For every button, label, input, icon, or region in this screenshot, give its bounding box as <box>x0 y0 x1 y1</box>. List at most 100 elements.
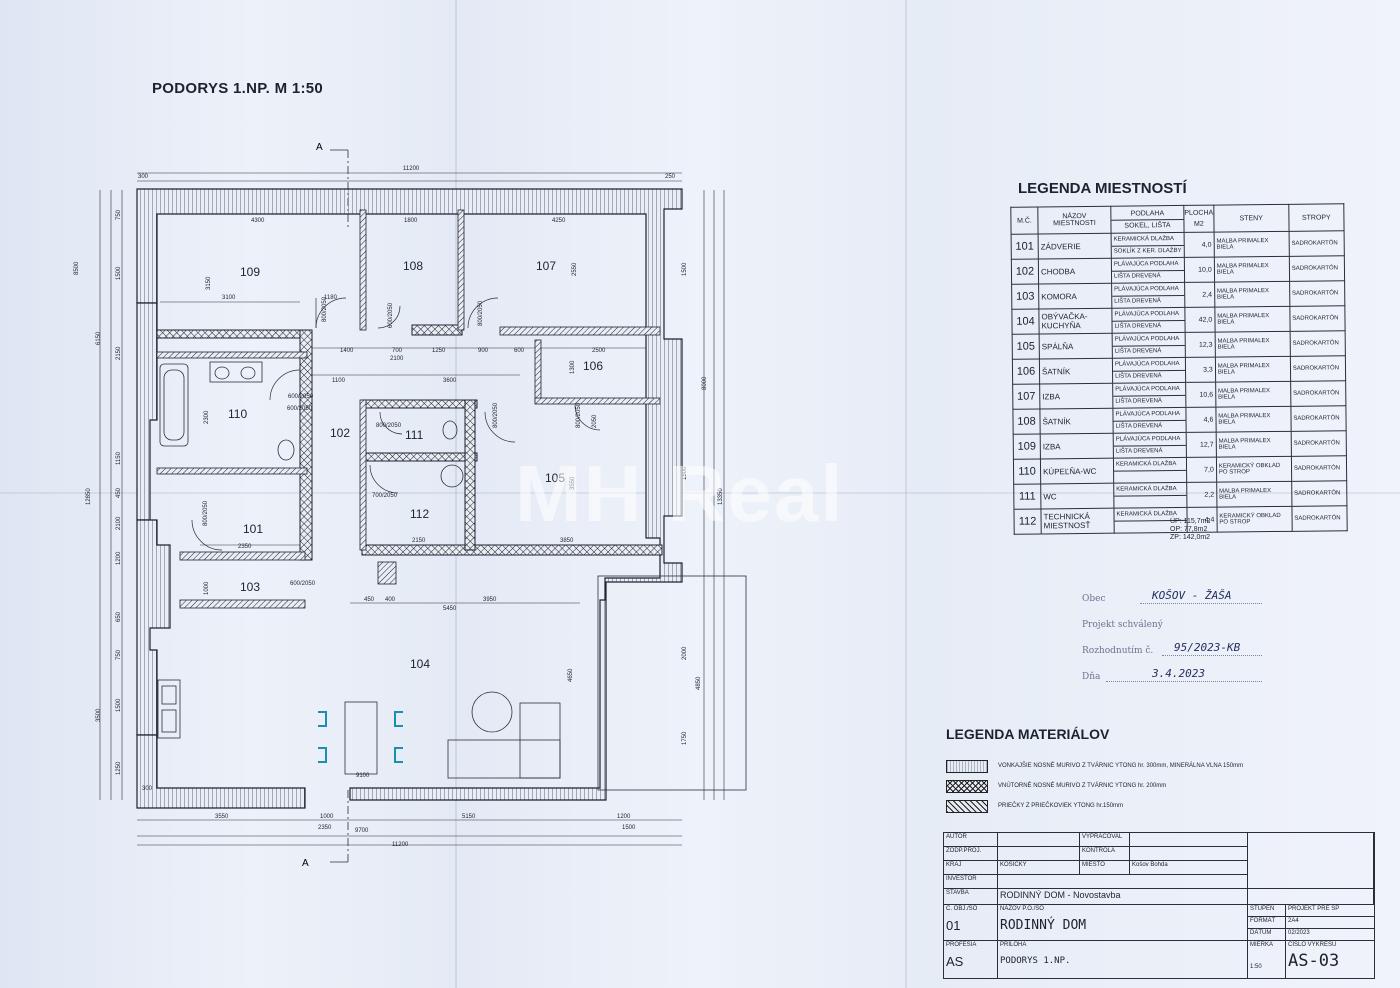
room-skirting: LIŠTA DREVENÁ <box>1113 444 1186 458</box>
room-number: 111 <box>405 428 424 442</box>
materials-legend: LEGENDA MATERIÁLOV VONKAJŠIE NOSNÉ MURIV… <box>946 726 1246 816</box>
room-name: IZBA <box>1039 383 1113 409</box>
tb-value: RODINNÝ DOM - Novostavba <box>998 889 1248 905</box>
dotted-line <box>1106 681 1262 682</box>
dotted-line <box>1140 603 1262 604</box>
tb-empty <box>1248 833 1374 889</box>
room-number: 102 <box>330 426 350 440</box>
title-block: AUTOR VYPRACOVAL ZODP.PROJ. KONTROLA KRA… <box>943 832 1375 979</box>
room-floor: PLÁVAJÚCA PODLAHA <box>1115 410 1181 418</box>
room-ceiling: SADROKARTÓN <box>1291 480 1347 507</box>
dim-text: 1150 <box>116 451 122 465</box>
col-header: NÁZOV MIESTNOSTI <box>1037 206 1112 234</box>
dim-text: 300 <box>142 786 153 792</box>
room-skirting: LIŠTA DREVENÁ <box>1113 369 1186 383</box>
dim-text: 13350 <box>718 488 724 505</box>
opening-mark: 800/2050 <box>203 500 209 526</box>
dim-text: 1180 <box>324 295 338 301</box>
fold-line <box>455 0 457 988</box>
tb-label: VYPRACOVAL <box>1080 833 1130 847</box>
room-floor: KERAMICKÁ DLAŽBA <box>1113 235 1175 243</box>
tb-value: PROJEKT PRE SP <box>1286 905 1374 917</box>
floor-plan: A A 109 108 107 110 102 111 106 105 101 … <box>74 142 747 869</box>
approval-label: Obec <box>1082 594 1106 604</box>
opening-mark: 600/2050 <box>290 581 316 587</box>
tb-label: ČÍSLO VÝKRESU <box>1288 942 1337 948</box>
approval-label: Projekt schválený <box>1082 620 1163 630</box>
exterior-walls <box>136 188 683 809</box>
opening-mark: 800/2050 <box>478 300 484 326</box>
room-walls: MALBA PRIMALEX BIELA <box>1215 381 1291 408</box>
room-skirting: LIŠTA DREVENÁ <box>1112 319 1185 333</box>
dim-text: 5450 <box>443 606 457 612</box>
col-header-bottom: SOKEL, LIŠTA <box>1111 218 1184 232</box>
dim-text: 1500 <box>682 262 688 276</box>
col-header: STENY <box>1213 204 1289 233</box>
room-area: 10,6 <box>1185 382 1216 408</box>
partition-swatch <box>946 799 988 813</box>
interior-walls <box>156 324 663 561</box>
tb-mierka-cell: MIERKA 1:50 <box>1248 941 1286 978</box>
dim-text: 4250 <box>552 218 566 224</box>
dim-text: 3100 <box>222 295 236 301</box>
dim-text: 450 <box>116 487 122 498</box>
tb-label: FORMÁT <box>1248 917 1286 929</box>
opening-mark: 800/2050 <box>493 402 499 428</box>
opening-mark: 600/2050 <box>388 302 394 328</box>
room-name: ZÁDVERIE <box>1038 233 1112 259</box>
dim-text: 1250 <box>432 348 446 354</box>
tb-value: AS <box>946 954 964 969</box>
tb-prilohy-cell: PRÍLOHA PODORYS 1.NP. <box>998 941 1248 978</box>
opening-mark: 800/2050 <box>322 296 328 322</box>
room-skirting: LIŠTA DREVENÁ <box>1111 269 1185 283</box>
room-labels: 109 108 107 110 102 111 106 105 101 112 … <box>228 259 603 671</box>
tb-value: PODORYS 1.NP. <box>1000 956 1071 966</box>
room-number: 109 <box>240 265 260 279</box>
room-skirting <box>1114 494 1187 508</box>
dim-text: 1500 <box>116 266 122 280</box>
tb-label: STAVBA <box>944 889 998 905</box>
dim-text: 300 <box>138 174 149 180</box>
dim-text: 750 <box>116 649 122 660</box>
dim-text: 1000 <box>320 814 334 820</box>
dimension-lines <box>99 172 725 846</box>
room-no: 109 <box>1013 433 1041 460</box>
opening-mark: 800/2050 <box>576 402 582 428</box>
plan-title: PODORYS 1.NP. M 1:50 <box>152 80 324 97</box>
material-row: VNÚTORNÉ NOSNÉ MURIVO Z TVÁRNIC YTONG hr… <box>946 776 1246 796</box>
room-name: KOMORA <box>1038 283 1112 309</box>
room-skirting: LIŠTA DREVENÁ <box>1112 344 1185 358</box>
opening-mark: 600/2050 <box>287 406 313 412</box>
room-name: SPÁLŇA <box>1039 333 1113 359</box>
dim-text: 2050 <box>592 414 598 428</box>
room-ceiling: SADROKARTÓN <box>1289 305 1346 332</box>
room-no: 102 <box>1011 258 1039 285</box>
dim-text: 12850 <box>86 488 92 505</box>
room-no: 111 <box>1013 483 1041 510</box>
room-name: CHODBA <box>1038 258 1112 284</box>
dim-text: 4650 <box>568 668 574 682</box>
room-ceiling: SADROKARTÓN <box>1290 355 1346 382</box>
room-number: 107 <box>536 259 556 273</box>
tb-profesia-cell: PROFESIA AS <box>944 941 998 978</box>
dim-text: 3550 <box>215 814 229 820</box>
col-header: STROPY <box>1288 203 1345 232</box>
col-header: PODLAHA SOKEL, LIŠTA <box>1110 205 1185 234</box>
tb-value: KOŠICKÝ <box>998 861 1080 875</box>
opening-mark: 700/2050 <box>372 493 398 499</box>
dim-text: 250 <box>665 174 676 180</box>
total-line: ZP: 142,0m2 <box>1170 534 1211 541</box>
tb-value <box>1130 847 1248 861</box>
room-skirting: LIŠTA DREVENÁ <box>1113 394 1186 408</box>
tb-label: Č. OBJ./SO <box>946 906 978 912</box>
dim-text: 2150 <box>412 538 426 544</box>
room-no: 101 <box>1011 233 1039 260</box>
room-name: IZBA <box>1040 433 1114 459</box>
